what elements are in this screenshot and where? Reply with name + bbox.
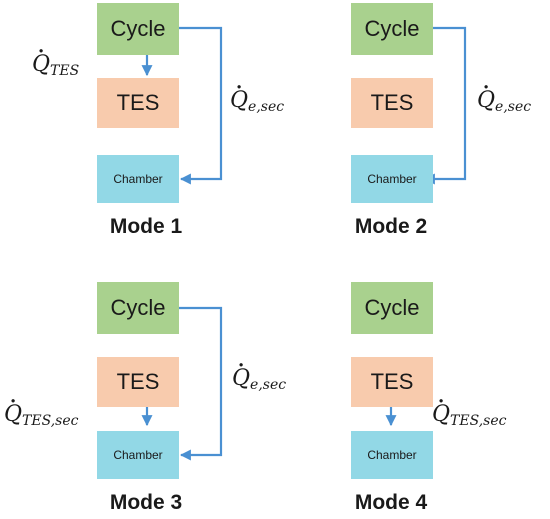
arrow-cycle-to-chamber-mode1 [178, 26, 223, 185]
cycle-block-mode2: Cycle [351, 3, 433, 55]
tes-block-mode2: TES [351, 78, 433, 128]
chamber-block-mode2: Chamber [351, 155, 433, 203]
chamber-block-mode4: Chamber [351, 431, 433, 479]
tes-block-mode1: TES [97, 78, 179, 128]
mode-4-label: Mode 4 [354, 491, 428, 514]
q-tes-sec-label-mode4: QTES,sec [432, 387, 506, 429]
mode-3-label: Mode 3 [109, 491, 183, 514]
q-e-sec-label-mode3: Qe,sec [232, 351, 286, 393]
cycle-block-mode1: Cycle [97, 3, 179, 55]
tes-block-mode4: TES [351, 357, 433, 407]
arrow-cycle-to-chamber-mode2 [420, 26, 467, 185]
q-tes-label-mode1: QTES [32, 37, 79, 79]
q-e-sec-label-mode1: Qe,sec [230, 73, 284, 115]
tes-block-mode3: TES [97, 357, 179, 407]
cycle-block-mode4: Cycle [351, 282, 433, 334]
chamber-block-mode3: Chamber [97, 431, 179, 479]
q-e-sec-label-mode2: Qe,sec [477, 73, 531, 115]
arrow-cycle-to-chamber-mode3 [178, 306, 223, 461]
q-tes-sec-label-mode3: QTES,sec [4, 387, 78, 429]
mode-2-label: Mode 2 [354, 215, 428, 238]
chamber-block-mode1: Chamber [97, 155, 179, 203]
mode-1-label: Mode 1 [109, 215, 183, 238]
cycle-block-mode3: Cycle [97, 282, 179, 334]
